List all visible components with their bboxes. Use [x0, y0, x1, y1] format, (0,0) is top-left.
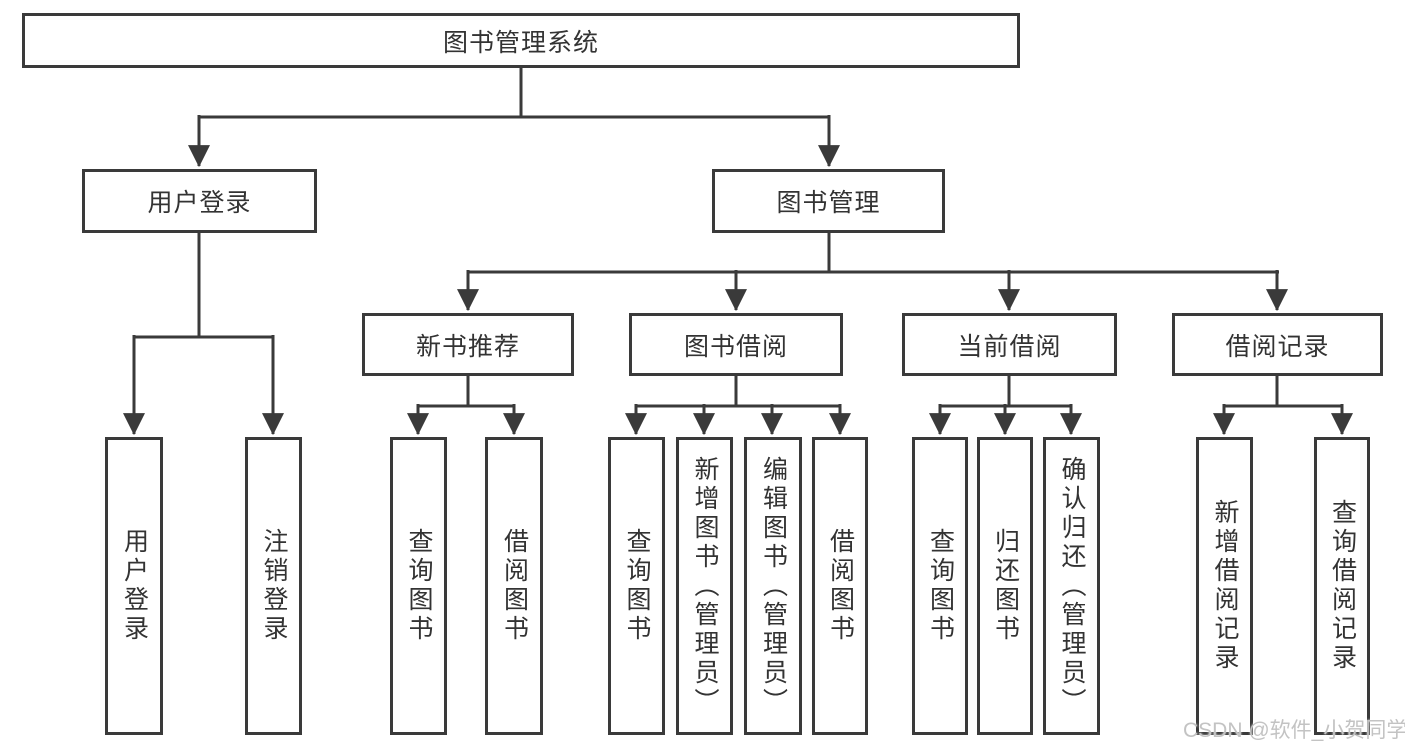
- node-library-management-system: 图书管理系统: [22, 13, 1020, 68]
- node-borrowing-edit-books-admin: 编辑图书（管理员）: [744, 437, 802, 735]
- node-user-login: 用户登录: [105, 437, 163, 735]
- node-logout: 注销登录: [245, 437, 302, 735]
- node-book-borrowing: 图书借阅: [629, 313, 843, 376]
- node-user-login-group: 用户登录: [82, 169, 317, 233]
- node-current-return-books: 归还图书: [977, 437, 1033, 735]
- node-current-borrowing: 当前借阅: [902, 313, 1117, 376]
- node-newbook-borrow-books: 借阅图书: [485, 437, 543, 735]
- node-borrowing-add-books-admin: 新增图书（管理员）: [676, 437, 733, 735]
- node-newbook-query-books: 查询图书: [390, 437, 447, 735]
- node-new-book-recommendation: 新书推荐: [362, 313, 574, 376]
- node-records-query-borrow-record: 查询借阅记录: [1314, 437, 1370, 735]
- node-borrowing-records: 借阅记录: [1172, 313, 1383, 376]
- node-records-add-borrow-record: 新增借阅记录: [1196, 437, 1253, 735]
- node-borrowing-borrow-books: 借阅图书: [812, 437, 868, 735]
- csdn-watermark: CSDN @软件_小贺同学: [1183, 719, 1405, 742]
- node-current-query-books: 查询图书: [912, 437, 968, 735]
- node-current-confirm-return-admin: 确认归还（管理员）: [1043, 437, 1100, 735]
- node-borrowing-query-books: 查询图书: [608, 437, 665, 735]
- node-book-management: 图书管理: [712, 169, 945, 233]
